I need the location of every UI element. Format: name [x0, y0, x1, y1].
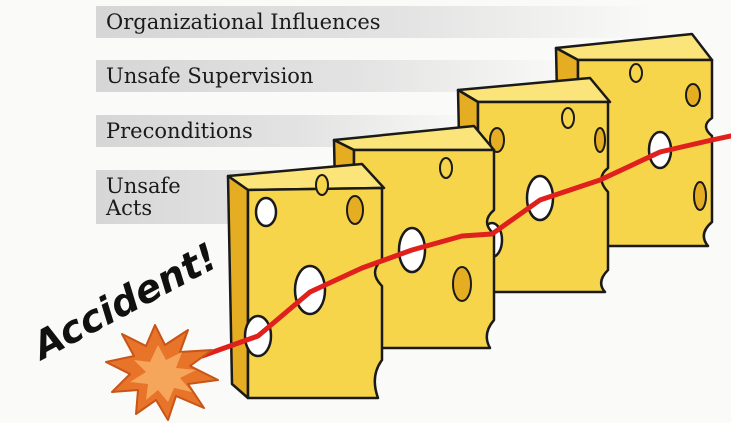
- cheese-slice-4-top: [554, 32, 714, 62]
- cheese-hole: [629, 63, 643, 83]
- layer-label-unsafe-acts-line1: Unsafe: [106, 174, 181, 198]
- layer-label-organizational-influences: Organizational Influences: [96, 6, 656, 38]
- cheese-hole: [489, 127, 505, 153]
- accident-trajectory-line: [199, 133, 731, 359]
- cheese-slice-2-top: [332, 124, 496, 152]
- cheese-hole: [685, 83, 701, 107]
- cheese-slice-4-face: [576, 58, 714, 248]
- cheese-hole: [561, 107, 575, 129]
- cheese-hole: [346, 195, 364, 225]
- accident-label: Accident!: [23, 234, 225, 369]
- cheese-slice-1-side: [226, 174, 250, 400]
- layer-label-unsafe-acts-line2: Acts: [106, 196, 153, 220]
- cheese-slice-1-top: [226, 162, 386, 192]
- explosion-burst-icon: [105, 324, 219, 421]
- cheese-hole: [254, 196, 278, 228]
- cheese-hole: [693, 181, 707, 211]
- cheese-slice-3-top: [456, 76, 612, 104]
- cheese-hole: [315, 174, 329, 196]
- cheese-slice-unsafe-acts: [226, 162, 386, 400]
- cheese-hole: [452, 266, 472, 302]
- cheese-hole: [439, 157, 453, 179]
- cheese-hole: [594, 127, 606, 153]
